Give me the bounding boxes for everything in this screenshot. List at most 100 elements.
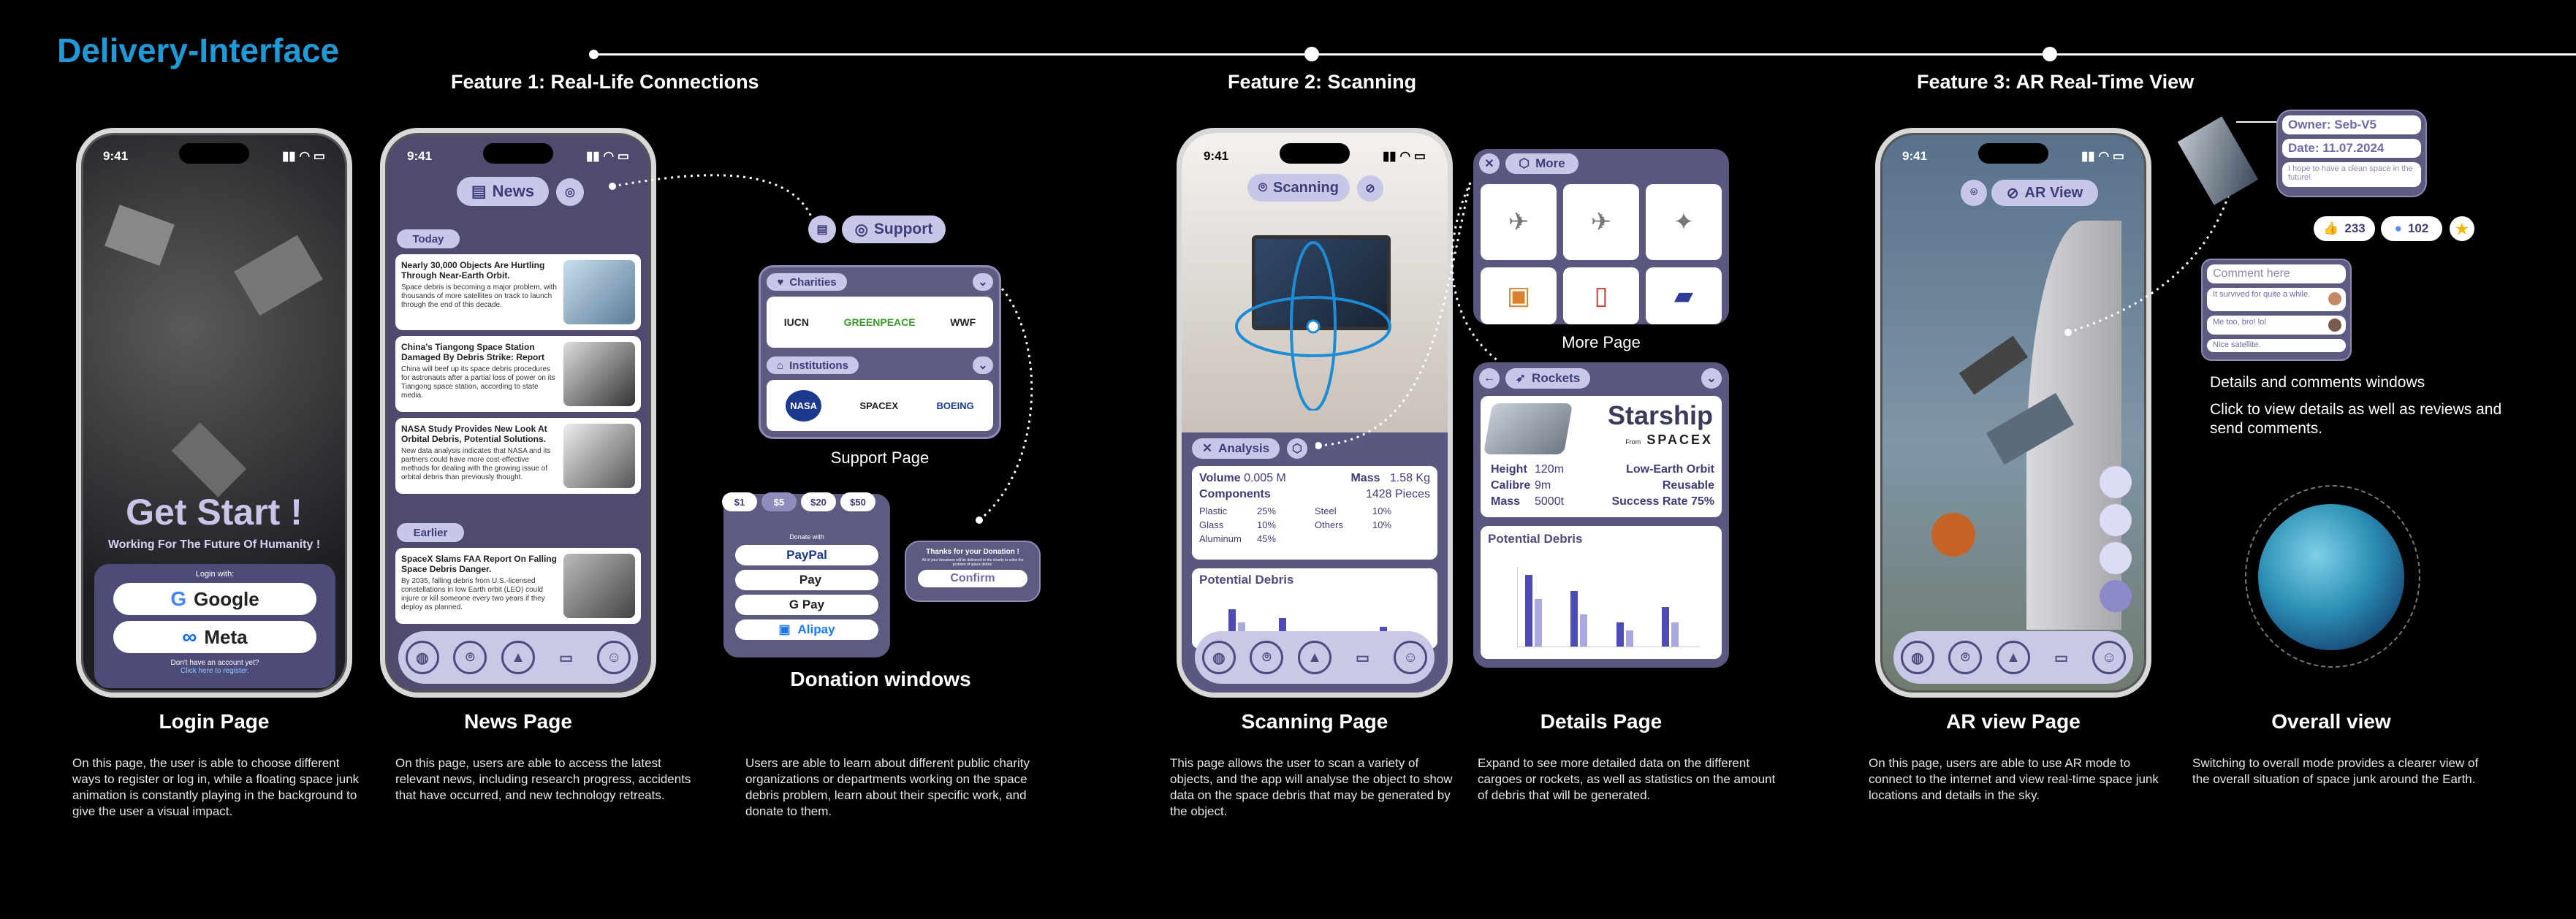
meta-icon: ∞	[182, 625, 197, 648]
scan-icon[interactable]: ⌾	[453, 641, 487, 674]
iucn-logo[interactable]: IUCN	[783, 316, 810, 328]
news-page-label: News Page	[464, 710, 572, 733]
building-icon: ⌂	[777, 359, 784, 372]
boeing-logo[interactable]: BOEING	[936, 400, 974, 411]
login-with-label: Login with:	[195, 570, 235, 579]
phone-thumbnail[interactable]: ▯	[1563, 267, 1639, 324]
alipay-button[interactable]: ▣Alipay	[735, 619, 878, 640]
no-scan-icon: ⊘	[1365, 183, 1375, 195]
flow-connector	[609, 174, 816, 227]
support-toggle-button[interactable]: ◎	[556, 178, 584, 206]
analysis-header: ✕Analysis	[1192, 438, 1280, 459]
satellite-thumbnail[interactable]: ✦	[1646, 184, 1722, 260]
rocket-details-panel: ← ➶Rockets ⌄ Starship From SPACEX Height…	[1473, 362, 1729, 668]
earth-icon[interactable]: ◍	[1201, 641, 1236, 674]
cube-icon[interactable]: ⬡	[1287, 438, 1307, 459]
amount-option[interactable]: $1	[722, 492, 757, 511]
amount-option[interactable]: $20	[801, 492, 836, 511]
comment-item: It survived for quite a while.	[2207, 288, 2346, 311]
news-item[interactable]: China's Tiangong Space Station Damaged B…	[395, 336, 641, 412]
meta-login-button[interactable]: ∞Meta	[113, 621, 316, 653]
tab-news[interactable]: ▤News	[457, 177, 549, 206]
chat-icon[interactable]: ▭	[559, 649, 574, 666]
details-page-desc: Expand to see more detailed data on the …	[1478, 756, 1776, 802]
news-thumbnail	[563, 424, 635, 488]
like-button[interactable]: 👍233	[2314, 216, 2375, 241]
news-thumbnail	[563, 342, 635, 406]
collapse-button[interactable]: ⌄	[1701, 368, 1722, 389]
wwf-logo[interactable]: WWF	[950, 316, 976, 328]
chat-icon[interactable]: ▭	[2054, 649, 2069, 666]
shuttle-thumbnail[interactable]: ✈	[1563, 184, 1639, 260]
status-bar: 9:41 ▮▮ ◠ ▭	[1204, 149, 1426, 164]
profile-icon[interactable]: ☺	[2092, 641, 2127, 674]
close-button[interactable]: ✕	[1479, 153, 1500, 174]
status-icons: ▮▮ ◠ ▭	[1382, 149, 1426, 163]
back-button[interactable]: ←	[1479, 368, 1500, 389]
amount-option[interactable]: $5	[761, 492, 797, 511]
scan-toggle-button[interactable]: ⊘	[1357, 175, 1383, 202]
rocket-icon[interactable]: ▲	[1297, 641, 1331, 674]
amount-option[interactable]: $50	[840, 492, 875, 511]
filter-option[interactable]	[2100, 580, 2132, 612]
profile-icon[interactable]: ☺	[597, 641, 631, 674]
dynamic-island	[1978, 143, 2048, 164]
tab-scanning[interactable]: ⌾Scanning	[1247, 174, 1350, 202]
paypal-button[interactable]: PayPal	[735, 545, 878, 565]
news-thumbnail	[563, 554, 635, 618]
earth-icon[interactable]: ◍	[405, 641, 439, 674]
comment-item: Nice satellite.	[2207, 339, 2346, 352]
rockets-header: ➶Rockets	[1505, 368, 1590, 389]
google-pay-button[interactable]: G Pay	[735, 595, 878, 615]
greenpeace-logo[interactable]: GREENPEACE	[843, 316, 916, 328]
avatar[interactable]	[2328, 319, 2341, 332]
rocket-icon[interactable]: ▲	[1996, 641, 2030, 674]
profile-icon[interactable]: ☺	[1394, 641, 1428, 674]
news-item[interactable]: Nearly 30,000 Objects Are Hurtling Throu…	[395, 254, 641, 330]
spacex-logo[interactable]: SPACEX	[859, 400, 899, 411]
status-time: 9:41	[1204, 149, 1229, 163]
overall-desc: Switching to overall mode provides a cle…	[2192, 756, 2479, 786]
charities-expand-button[interactable]: ⌄	[973, 273, 993, 291]
filter-option[interactable]	[2100, 504, 2132, 536]
charities-header: ♥Charities	[767, 273, 847, 291]
nasa-logo[interactable]: NASA	[786, 389, 822, 422]
earth-icon[interactable]: ◍	[1900, 641, 1934, 674]
news-item[interactable]: SpaceX Slams FAA Report On Falling Space…	[395, 548, 641, 624]
module-thumbnail[interactable]: ▣	[1481, 267, 1557, 324]
filter-option[interactable]	[2100, 542, 2132, 574]
book-thumbnail[interactable]: ▰	[1646, 267, 1722, 324]
overall-label: Overall view	[2271, 710, 2391, 733]
newspaper-icon: ▤	[816, 224, 828, 236]
tab-support[interactable]: ◎Support	[842, 216, 946, 243]
institutions-expand-button[interactable]: ⌄	[973, 356, 993, 374]
chart-bar	[1570, 590, 1578, 647]
register-link[interactable]: Click here to register.	[181, 667, 249, 675]
dynamic-island	[483, 143, 553, 164]
earlier-label: Earlier	[397, 523, 464, 542]
confirm-button[interactable]: Confirm	[918, 570, 1027, 587]
cargo-thumbnail[interactable]: ✈	[1481, 184, 1557, 260]
scan-icon[interactable]: ⌾	[1250, 641, 1284, 674]
avatar[interactable]	[2328, 292, 2341, 305]
scan-icon[interactable]: ⌾	[1948, 641, 1983, 674]
donation-desc: Users are able to learn about different …	[745, 756, 1030, 818]
scan-toggle-button[interactable]: ⌾	[1961, 180, 1987, 206]
chat-icon[interactable]: ▭	[1356, 649, 1370, 666]
star-icon[interactable]: ★	[2450, 216, 2474, 241]
status-bar: 9:41▮▮ ◠ ▭	[407, 149, 629, 164]
apple-pay-button[interactable]: Pay	[735, 570, 878, 590]
cube-icon: ⬡	[1519, 156, 1530, 170]
rocket-icon[interactable]: ▲	[501, 641, 535, 674]
filter-option[interactable]	[2100, 466, 2132, 498]
tab-ar-view[interactable]: ⊘AR View	[1991, 180, 2098, 206]
comments-count-button[interactable]: ●102	[2381, 216, 2442, 241]
news-item[interactable]: NASA Study Provides New Look At Orbital …	[395, 418, 641, 494]
comment-input[interactable]: Comment here	[2207, 264, 2346, 283]
scan-icon: ⌾	[1258, 179, 1267, 196]
news-toggle-button[interactable]: ▤	[808, 216, 836, 243]
institution-logos: NASA SPACEX BOEING	[767, 380, 993, 431]
scanning-page-desc: This page allows the user to scan a vari…	[1170, 756, 1453, 818]
